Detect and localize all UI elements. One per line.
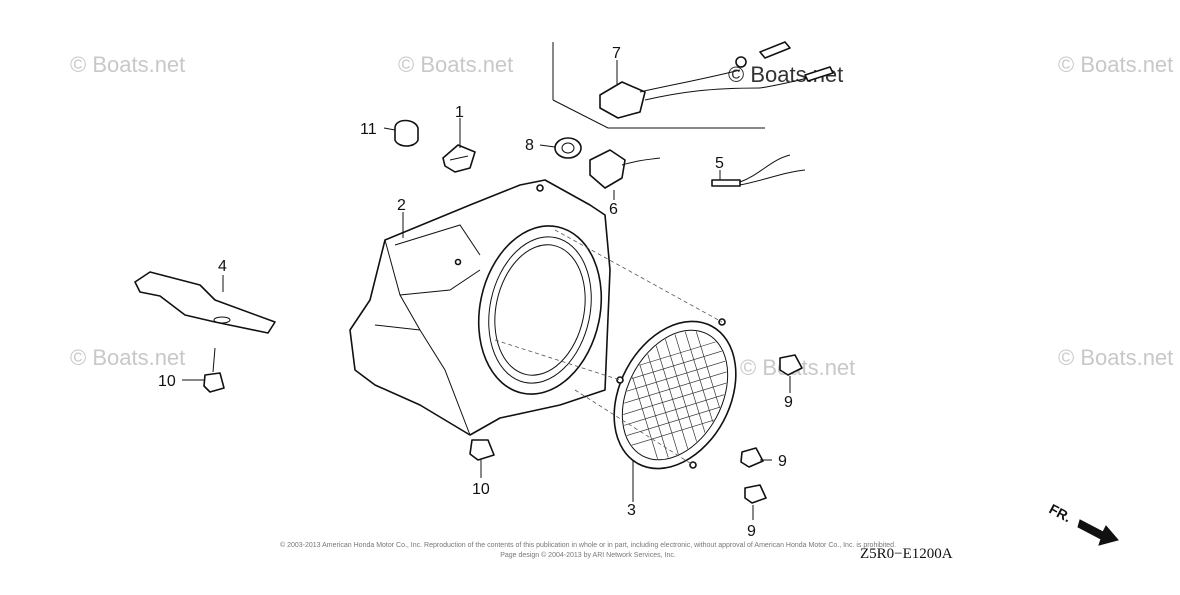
callout-9a: 9	[784, 394, 793, 411]
callout-8: 8	[525, 137, 534, 154]
bolts	[203, 354, 803, 504]
inset-lines	[552, 42, 765, 129]
callout-9b: 9	[778, 453, 787, 470]
callout-10b: 10	[472, 481, 490, 498]
watermark-3: © Boats.net	[1058, 52, 1173, 77]
watermark-7: © Boats.net	[1058, 345, 1173, 370]
watermark-1: © Boats.net	[70, 52, 185, 77]
switch-part-7	[599, 41, 834, 119]
footer-line-2: Page design © 2004-2013 by ARI Network S…	[500, 551, 676, 559]
callout-9c: 9	[747, 523, 756, 540]
callout-1: 1	[455, 104, 464, 121]
wire-part-5	[711, 154, 806, 187]
clamp-part-1	[442, 144, 476, 173]
watermark-4: © Boats.net	[70, 345, 185, 370]
screen-grille-part-3	[602, 313, 748, 477]
callout-6: 6	[609, 201, 618, 218]
diagram-code: Z5R0−E1200A	[860, 546, 953, 562]
callout-numbers: 1 2 3 4 5 6 7 8 9 9 9 10 10 11	[158, 45, 793, 540]
leader-lines	[182, 60, 791, 520]
band-part-11	[394, 119, 419, 147]
callout-10a: 10	[158, 373, 176, 390]
callout-3: 3	[627, 502, 636, 519]
callout-2: 2	[397, 197, 406, 214]
guide-part-4	[134, 271, 276, 334]
callout-11: 11	[360, 121, 377, 138]
callout-7: 7	[612, 45, 621, 62]
watermark-2: © Boats.net	[398, 52, 513, 77]
front-label: FR.	[1047, 501, 1074, 526]
callout-5: 5	[715, 155, 724, 172]
switch-part-6	[589, 149, 661, 189]
alignment-lines	[494, 229, 723, 466]
front-arrow-icon	[1077, 519, 1119, 546]
fan-cover-part-2	[349, 179, 611, 436]
footer-line-1: © 2003-2013 American Honda Motor Co., In…	[280, 541, 896, 549]
callout-4: 4	[218, 258, 227, 275]
grommet-part-8	[554, 137, 582, 159]
footer: © 2003-2013 American Honda Motor Co., In…	[280, 541, 896, 559]
front-direction-indicator: FR.	[1047, 501, 1119, 546]
